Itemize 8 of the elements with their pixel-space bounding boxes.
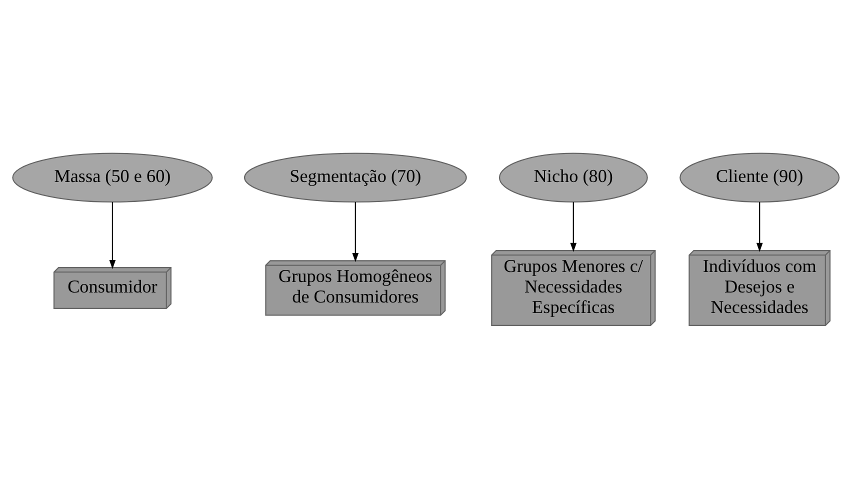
arrow [570, 202, 577, 252]
node-ellipse: Segmentação (70) [244, 152, 467, 203]
node-ellipse: Cliente (90) [680, 152, 840, 203]
node-ellipse: Nicho (80) [498, 152, 648, 203]
arrow [109, 202, 116, 270]
arrow [756, 202, 763, 252]
arrow [352, 202, 359, 262]
node-ellipse: Massa (50 e 60) [12, 152, 213, 203]
